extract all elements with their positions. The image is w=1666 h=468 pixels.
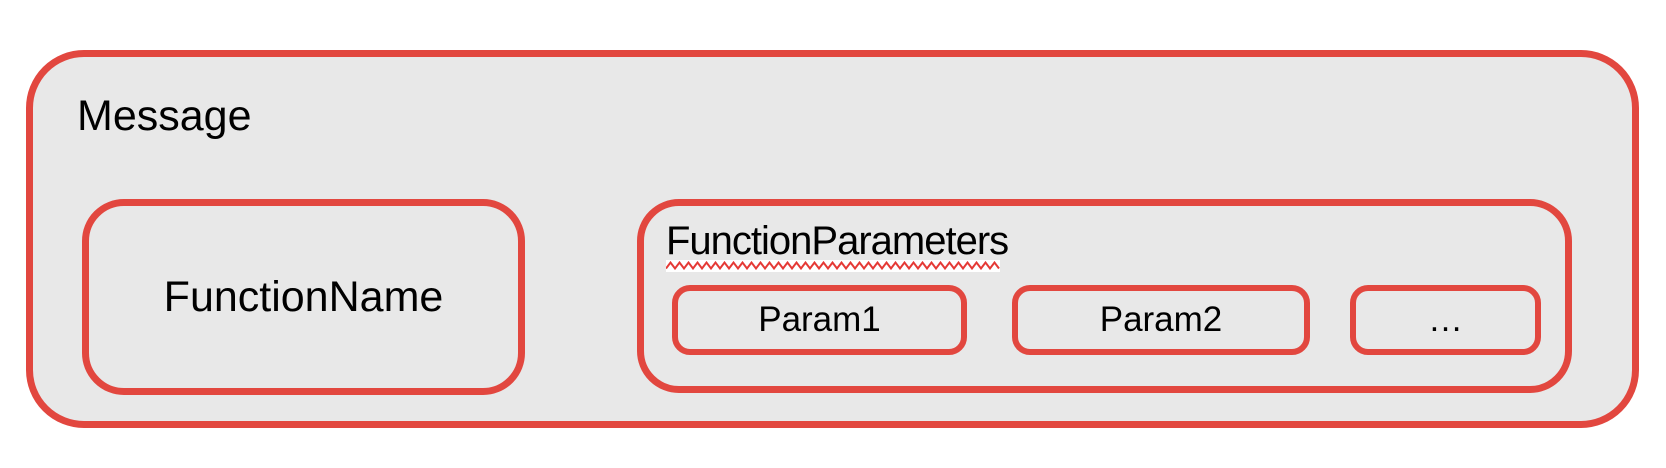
squiggle-zigzag-icon <box>665 260 1000 271</box>
function-name-box: FunctionName <box>82 199 525 395</box>
param-ellipsis-label: … <box>1428 300 1463 339</box>
function-name-label: FunctionName <box>163 272 444 321</box>
function-parameters-box: FunctionParameters Param1 Param2 … <box>637 199 1572 393</box>
param1-label: Param1 <box>758 300 881 339</box>
function-parameters-label: FunctionParameters <box>666 219 1009 263</box>
spellcheck-squiggle-underline <box>665 260 1000 272</box>
param2-label: Param2 <box>1099 300 1223 339</box>
param-ellipsis-box: … <box>1350 285 1541 355</box>
param2-box: Param2 <box>1012 285 1310 355</box>
message-box: Message FunctionName FunctionParameters … <box>26 50 1639 428</box>
message-label: Message <box>77 92 252 140</box>
param1-box: Param1 <box>672 285 967 355</box>
